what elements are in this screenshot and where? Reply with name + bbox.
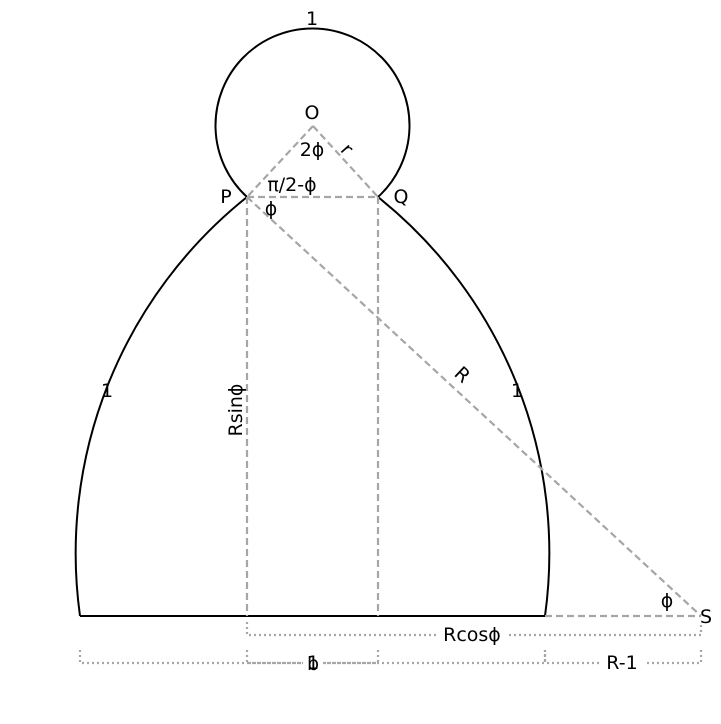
label-angle-phi-S: ϕ — [661, 590, 674, 612]
label-base-one: 1 — [307, 652, 319, 674]
label-angle-2phi: 2ϕ — [300, 139, 325, 161]
left-big-arc — [74, 196, 248, 617]
label-bg-b — [304, 652, 322, 674]
bracket-b — [245, 650, 380, 665]
label-point-P: P — [220, 186, 231, 208]
small-circle-arc — [214, 27, 411, 198]
label-angle-phi-P: ϕ — [265, 198, 278, 220]
right-big-arc — [377, 196, 551, 617]
label-angle-complement: π/2-ϕ — [267, 174, 316, 196]
label-point-Q: Q — [394, 186, 409, 208]
label-center-O: O — [305, 102, 320, 124]
label-bg-R-minus-1 — [600, 652, 644, 674]
label-radius-r: r — [336, 139, 358, 160]
label-point-S: S — [700, 606, 712, 628]
radius-OQ — [312, 125, 379, 198]
radius-R-PS — [246, 196, 702, 617]
label-big-radius-R: R — [450, 362, 475, 387]
label-top-one: 1 — [306, 8, 318, 30]
label-left-arc-one: 1 — [101, 380, 113, 402]
label-width-Rcosphi: Rcosϕ — [443, 624, 501, 646]
radius-OP — [246, 125, 314, 198]
label-overhang-R-minus-1: R-1 — [606, 652, 637, 674]
label-right-arc-one: 1 — [511, 380, 523, 402]
label-height-Rsinphi: Rsinϕ — [225, 384, 247, 437]
label-bg-Rcosphi — [438, 624, 506, 646]
label-gap-b: b — [307, 653, 319, 675]
